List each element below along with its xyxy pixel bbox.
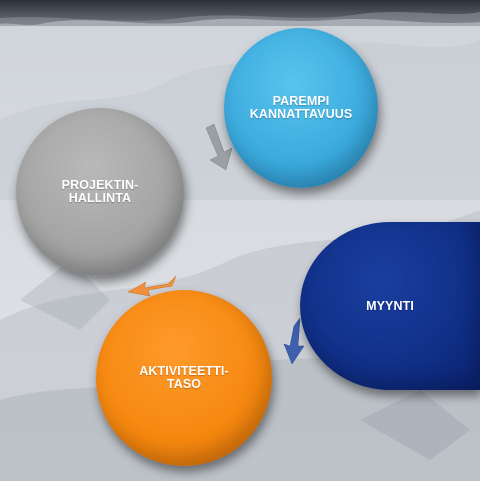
arrow-myynti-to-aktiviteetti xyxy=(283,317,305,365)
node-myynti: MYYNTI xyxy=(300,222,480,390)
node-parempi-kannattavuus: PAREMPI KANNATTAVUUS xyxy=(224,28,378,188)
node-label: PROJEKTIN- HALLINTA xyxy=(61,178,139,205)
node-projektinhallinta: PROJEKTIN- HALLINTA xyxy=(16,108,184,276)
node-label: MYYNTI xyxy=(366,298,414,313)
node-label: PAREMPI KANNATTAVUUS xyxy=(249,94,353,121)
node-aktiviteettitaso: AKTIVITEETTI- TASO xyxy=(96,290,272,466)
arrow-projektin-to-parempi xyxy=(205,123,233,171)
node-label: AKTIVITEETTI- TASO xyxy=(139,364,229,391)
arrow-aktiviteetti-to-projektin xyxy=(127,275,177,297)
